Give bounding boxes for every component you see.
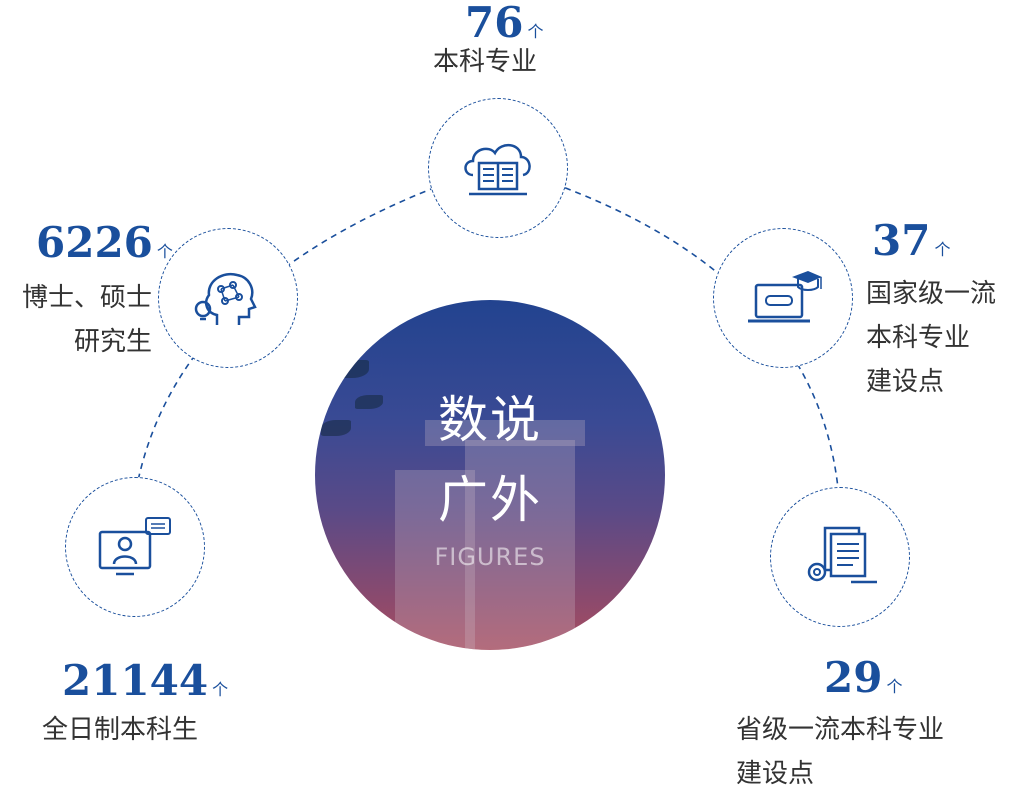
node-national bbox=[713, 228, 853, 368]
tree-leaf bbox=[355, 395, 383, 409]
cloud-book-icon bbox=[464, 144, 531, 196]
stat-label-undergrad: 全日制本科生 bbox=[42, 715, 199, 745]
stat-label-national: 国家级一流 本科专业 建设点 bbox=[866, 279, 997, 397]
building-tower bbox=[465, 440, 575, 650]
stat-label-grad: 博士、硕士 研究生 bbox=[21, 283, 152, 357]
stat-label-majors: 本科专业 bbox=[433, 47, 538, 77]
online-teacher-icon bbox=[98, 517, 171, 576]
building-roof bbox=[425, 420, 585, 446]
document-gear-icon bbox=[807, 526, 877, 584]
center-hero-circle: 数说 广外 FIGURES bbox=[315, 300, 665, 650]
stat-label-provincial: 省级一流本科专业 建设点 bbox=[736, 715, 945, 789]
node-grad bbox=[158, 228, 298, 368]
laptop-graduation-cap-icon bbox=[748, 271, 822, 323]
brain-network-icon bbox=[194, 272, 257, 325]
center-subtitle: FIGURES bbox=[434, 543, 546, 571]
center-title-line1: 数说 bbox=[438, 391, 542, 449]
node-provincial bbox=[770, 487, 910, 627]
node-majors bbox=[428, 98, 568, 238]
building-shape bbox=[395, 470, 475, 650]
node-undergrad bbox=[65, 477, 205, 617]
tree-leaf bbox=[335, 360, 369, 378]
center-title-line2: 广外 bbox=[438, 471, 542, 529]
tree-leaf bbox=[321, 420, 351, 436]
